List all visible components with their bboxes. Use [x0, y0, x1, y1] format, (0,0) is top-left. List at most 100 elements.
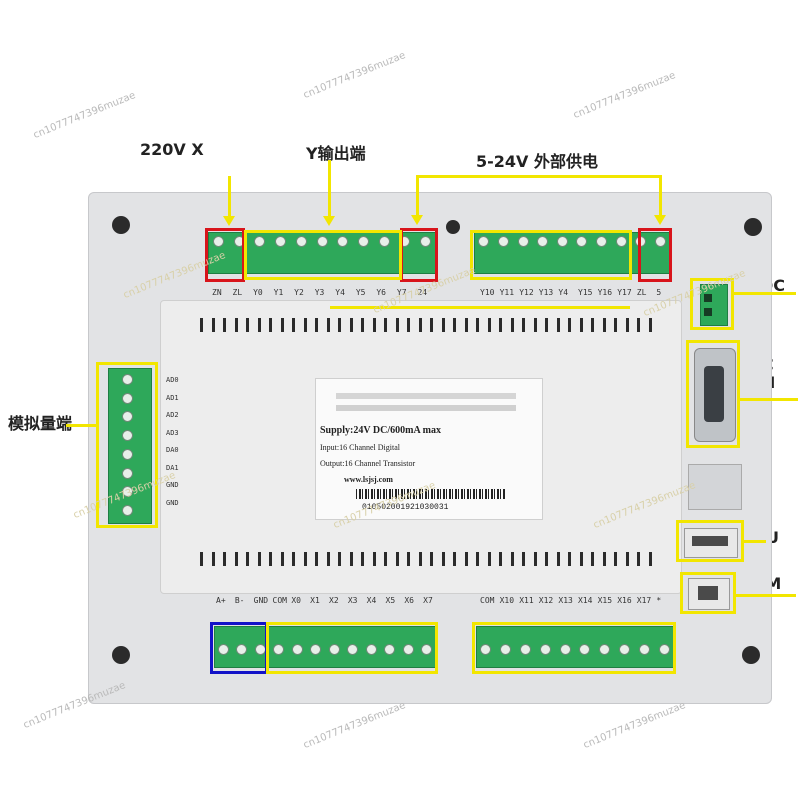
db9-connector-face: [704, 366, 724, 422]
terminal-screw: [254, 236, 266, 247]
vent-slot: [441, 318, 445, 332]
vent-slot: [614, 552, 617, 566]
usb-b-port[interactable]: [688, 578, 730, 610]
arrow-ext-power-right: [654, 215, 666, 225]
terminal-screw: [273, 644, 285, 655]
vent-slot: [476, 318, 479, 332]
terminal-screw: [478, 236, 490, 247]
pin-label: Y4: [558, 288, 569, 297]
vent-slot: [407, 318, 410, 332]
terminal-screw: [378, 236, 390, 247]
vent-slot: [361, 552, 364, 566]
vent-slot: [361, 318, 364, 332]
pin-label: X17: [636, 596, 652, 605]
vent-slot: [372, 318, 376, 332]
pin-label: Y11: [499, 288, 515, 297]
terminal-screw: [122, 430, 133, 442]
vent-slot: [349, 318, 353, 332]
dc-power-connector[interactable]: [700, 284, 728, 326]
db9-serial-port[interactable]: [694, 348, 736, 442]
pin-label: Y16: [597, 288, 613, 297]
vent-slot: [326, 318, 330, 332]
pin-label: X16: [617, 596, 632, 605]
vent-slot: [545, 552, 548, 566]
terminal-screw: [122, 467, 133, 479]
vent-slot: [257, 552, 261, 566]
annotation-yellow-y-output: [244, 230, 402, 280]
pin-label: X13: [558, 596, 573, 605]
line-ext-power-left: [416, 175, 419, 217]
pin-label: AD0: [166, 376, 179, 384]
vent-slot: [315, 318, 318, 332]
pin-label: ZL: [636, 288, 647, 297]
pin-label: X10: [499, 596, 515, 605]
terminal-screw: [595, 236, 607, 247]
plate-input: Input:16 Channel Digital: [320, 443, 400, 452]
vent-slot: [602, 318, 606, 332]
terminal-screw: [122, 411, 133, 423]
vent-slot: [303, 552, 307, 566]
line-dc: [734, 292, 796, 295]
vent-slot: [637, 552, 640, 566]
vent-slot: [211, 552, 215, 566]
pin-label: X2: [329, 596, 339, 605]
pin-label: Y6: [376, 288, 386, 297]
vent-slot: [591, 552, 594, 566]
pin-label: X0: [291, 596, 301, 605]
dc-pin-1: [704, 294, 712, 302]
callout-220v: 220V X: [140, 140, 204, 159]
vent-slot: [648, 552, 652, 566]
vent-slot: [418, 318, 422, 332]
annotation-yellow-db9: [686, 340, 740, 448]
terminal-screw: [316, 236, 328, 247]
vent-slot: [234, 318, 238, 332]
vent-slot: [234, 552, 238, 566]
vent-slot: [292, 552, 295, 566]
vent-slot: [315, 552, 318, 566]
pin-label: 5: [656, 288, 662, 297]
label-plate: Supply:24V DC/600mA max Input:16 Channel…: [315, 378, 543, 520]
vent-slot: [568, 552, 571, 566]
line-usb: [744, 540, 766, 543]
vent-slot: [648, 318, 652, 332]
vent-slot: [257, 318, 261, 332]
line-ext-power-horizontal: [416, 175, 662, 178]
vent-slot: [637, 318, 640, 332]
terminal-screw: [520, 644, 531, 655]
watermark-1: cn1077747396muzae: [31, 89, 138, 142]
vent-slot: [568, 318, 571, 332]
terminal-screw: [122, 392, 133, 404]
pin-label: X7: [423, 596, 433, 605]
pin-label: X1: [310, 596, 320, 605]
arrow-y-output: [323, 216, 335, 226]
terminal-screw: [654, 236, 666, 247]
annotation-yellow-dc: [690, 278, 734, 330]
arrow-220v: [223, 216, 235, 226]
pin-label: GND: [253, 596, 269, 605]
vent-slot: [602, 552, 606, 566]
label-plate-faded-line: [336, 393, 516, 399]
line-y-output: [328, 160, 331, 218]
vent-slot: [292, 318, 295, 332]
vent-slot: [522, 318, 525, 332]
pin-label: Y13: [538, 288, 554, 297]
pin-label: Y1: [273, 288, 284, 297]
pin-label: Y4: [335, 288, 345, 297]
vent-slot: [338, 552, 341, 566]
vent-slot: [280, 552, 284, 566]
pin-label: B-: [234, 596, 245, 605]
terminal-screw: [217, 644, 229, 655]
pin-label: X6: [404, 596, 414, 605]
terminal-screw: [122, 505, 133, 517]
vent-slot: [453, 552, 456, 566]
screw-row-bottom-left: [214, 640, 436, 660]
terminal-screw: [539, 644, 551, 655]
pin-label: X3: [347, 596, 358, 605]
terminal-screw: [500, 644, 512, 655]
vent-slot: [499, 318, 502, 332]
vent-slot: [453, 318, 456, 332]
